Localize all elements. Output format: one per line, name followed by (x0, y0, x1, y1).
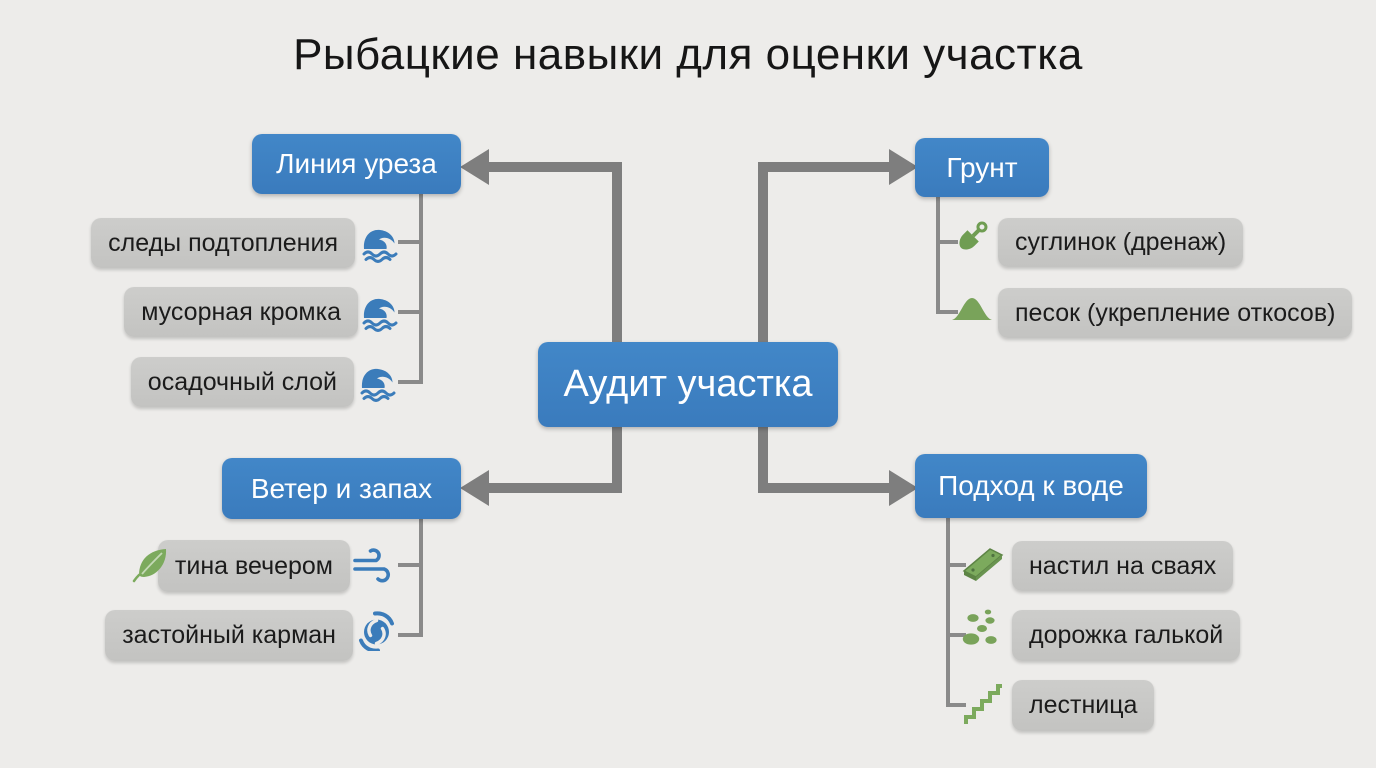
wind-stub-1 (398, 563, 419, 567)
branch-node-wind: Ветер и запах (222, 458, 461, 519)
stairs-icon (964, 684, 1002, 724)
plank-icon (962, 548, 1004, 581)
connector-bottom-left-vertical (612, 427, 622, 488)
item-node: следы подтопления (91, 218, 355, 268)
center-node: Аудит участка (538, 342, 838, 427)
arrowhead-to-access (889, 470, 918, 506)
access-stub-1 (950, 563, 966, 567)
wave-icon (362, 298, 398, 332)
wind-icon (353, 548, 390, 583)
item-node: мусорная кромка (124, 287, 358, 337)
wind-tree-trunk (419, 519, 423, 637)
soil-stub-2 (940, 310, 958, 314)
connector-bottom-left-arm (486, 483, 622, 493)
connector-top-left-vertical (612, 167, 622, 343)
wave-icon (362, 229, 398, 263)
arrowhead-to-soil (889, 149, 918, 185)
cyclone-icon (359, 611, 394, 651)
access-tree-trunk (946, 518, 950, 707)
item-node: тина вечером (157, 540, 350, 592)
branch-node-soil: Грунт (915, 138, 1049, 197)
item-node: осадочный слой (130, 357, 354, 407)
branch-node-waterline: Линия уреза (252, 134, 461, 194)
item-node: лестница (1012, 680, 1155, 731)
connector-bottom-right-vertical (758, 427, 768, 488)
item-node: дорожка галькой (1012, 610, 1241, 661)
waterline-stub-3 (398, 380, 419, 384)
item-node: суглинок (дренаж) (998, 218, 1244, 267)
item-node: застойный карман (105, 610, 353, 661)
soil-stub-1 (940, 240, 958, 244)
wind-stub-2 (398, 633, 419, 637)
access-stub-3 (950, 703, 966, 707)
wave-icon (360, 368, 396, 402)
connector-bottom-right-arm (758, 483, 890, 493)
connector-top-left-arm (486, 162, 622, 172)
soil-tree-trunk (936, 197, 940, 314)
page-title: Рыбацкие навыки для оценки участка (293, 30, 1083, 79)
leaf-icon (132, 549, 167, 583)
sand-mound-icon (952, 298, 992, 320)
item-node: настил на сваях (1012, 541, 1234, 591)
branch-node-access: Подход к воде (915, 454, 1147, 518)
access-stub-2 (950, 633, 966, 637)
waterline-stub-1 (398, 240, 419, 244)
arrowhead-to-wind (460, 470, 489, 506)
arrowhead-to-waterline (460, 149, 489, 185)
connector-top-right-arm (758, 162, 890, 172)
shovel-icon (959, 221, 988, 250)
item-node: песок (укрепление откосов) (998, 288, 1353, 338)
waterline-stub-2 (398, 310, 419, 314)
pebbles-icon (962, 609, 997, 645)
waterline-tree-trunk (419, 193, 423, 384)
connector-top-right-vertical (758, 167, 768, 343)
